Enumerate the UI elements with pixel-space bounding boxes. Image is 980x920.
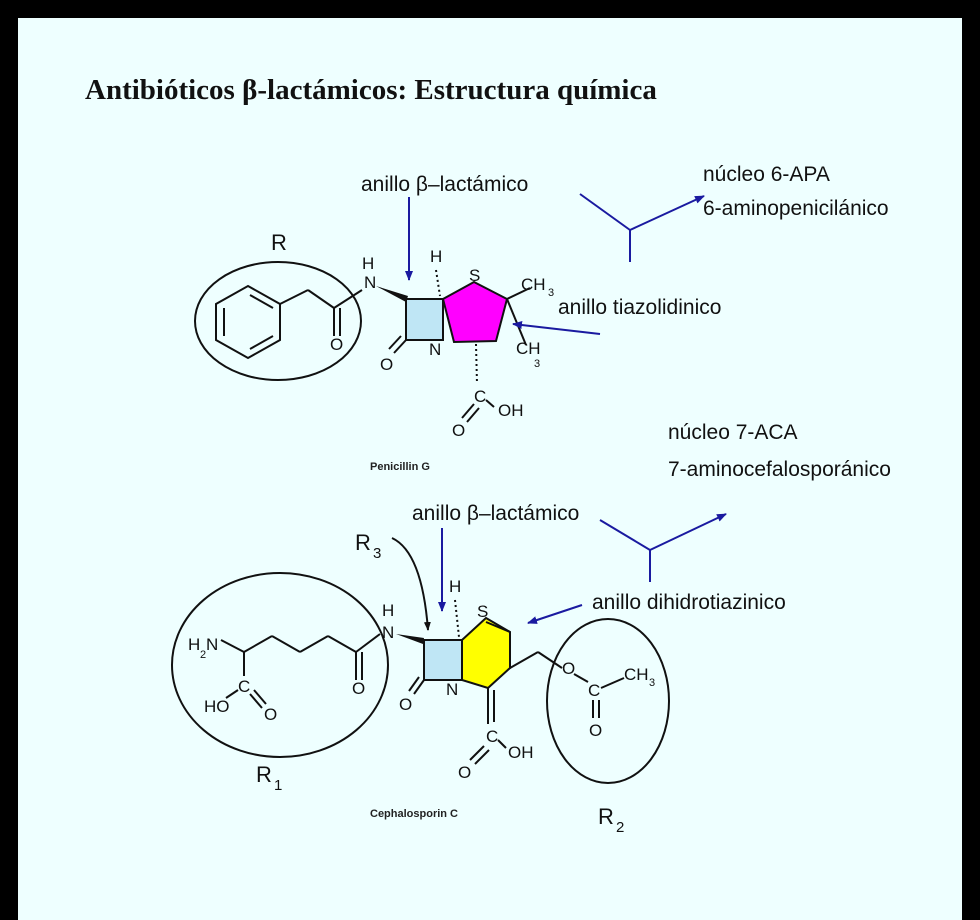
penicillin-ch3-bottom: CH (516, 339, 541, 358)
slide-title: Antibióticos β-lactámicos: Estructura qu… (85, 74, 657, 106)
cephalosporin-structure: H 2 N O C HO O N H O N H S (171, 530, 670, 836)
penicillin-carboxyl-c: C (474, 387, 486, 406)
ceph-ester-ch3: CH (624, 665, 649, 684)
penicillin-nucleus-arrow (579, 193, 705, 262)
ceph-amide-o: O (352, 679, 365, 698)
svg-text:3: 3 (548, 287, 554, 299)
ceph-acid-ho: HO (204, 697, 230, 716)
ceph-carboxyl-oh: OH (508, 743, 534, 762)
penicillin-structure: R O N H O N H S CH 3 CH 3 (194, 230, 554, 473)
penicillin-bridge-h: H (430, 247, 442, 266)
ceph-h2n-h: H (188, 635, 200, 654)
penicillin-lactam-label: anillo β–lactámico (361, 173, 528, 196)
penicillin-nucleus-line2: 6-aminopenicilánico (703, 197, 889, 220)
penicillin-caption: Penicillin G (370, 461, 430, 473)
cephalosporin-nucleus-arrow (599, 513, 727, 582)
ceph-nh-n: N (382, 623, 394, 642)
ceph-nucleus-line1: núcleo 7-ACA (668, 421, 798, 444)
r2-ellipse (546, 618, 670, 784)
penicillin-lactam-o: O (380, 355, 393, 374)
ceph-s: S (477, 602, 488, 621)
penicillin-beta-lactam-ring (405, 298, 444, 341)
ceph-carboxyl-o: O (458, 763, 471, 782)
r1-label: R (256, 762, 272, 787)
penicillin-amide-o: O (330, 335, 343, 354)
thiazolidine-ring (441, 280, 509, 344)
penicillin-r-ellipse (194, 261, 362, 381)
r1-ellipse (171, 572, 389, 758)
svg-text:3: 3 (534, 358, 540, 370)
beta-lactam-diagram: Antibióticos β-lactámicos: Estructura qu… (85, 74, 891, 836)
ceph-nh-h: H (382, 601, 394, 620)
ceph-carboxyl-c: C (486, 727, 498, 746)
svg-text:3: 3 (373, 545, 381, 562)
ceph-beta-lactam-ring (423, 639, 463, 681)
ceph-nucleus-line2: 7-aminocefalosporánico (668, 458, 891, 481)
ceph-ring-n: N (446, 680, 458, 699)
penicillin-carboxyl-oh: OH (498, 401, 524, 420)
penicillin-nh-h: H (362, 254, 374, 273)
ceph-lactam-label: anillo β–lactámico (412, 502, 579, 525)
ceph-acid-c: C (238, 677, 250, 696)
cephalosporin-caption: Cephalosporin C (370, 808, 458, 820)
thiazolidine-label: anillo tiazolidinico (558, 296, 721, 319)
ceph-h2n-n: N (206, 635, 218, 654)
dihydrothiazine-arrow (527, 604, 583, 624)
penicillin-carboxyl-o: O (452, 421, 465, 440)
ceph-acid-o: O (264, 705, 277, 724)
ceph-ester-carbonyl-o: O (589, 721, 602, 740)
penicillin-ring-n: N (429, 340, 441, 359)
svg-text:2: 2 (200, 649, 206, 661)
penicillin-ch3-top: CH (521, 275, 546, 294)
slide: Antibióticos β-lactámicos: Estructura qu… (18, 18, 962, 920)
r3-label: R (355, 530, 371, 555)
r3-pointer (391, 537, 431, 631)
ceph-lactam-o: O (399, 695, 412, 714)
svg-text:3: 3 (649, 677, 655, 689)
ceph-ester-o: O (562, 659, 575, 678)
thiazolidine-arrow (512, 321, 601, 335)
svg-text:2: 2 (616, 819, 624, 836)
penicillin-nucleus-line1: núcleo 6-APA (703, 163, 830, 186)
penicillin-r-label: R (271, 230, 287, 255)
ceph-ester-c: C (588, 681, 600, 700)
penicillin-s: S (469, 266, 480, 285)
dihydrothiazine-label: anillo dihidrotiazinico (592, 591, 786, 614)
benzene-ring (215, 284, 281, 360)
penicillin-nh-n: N (364, 273, 376, 292)
svg-text:1: 1 (274, 777, 282, 794)
r2-label: R (598, 804, 614, 829)
ceph-bridge-h: H (449, 577, 461, 596)
